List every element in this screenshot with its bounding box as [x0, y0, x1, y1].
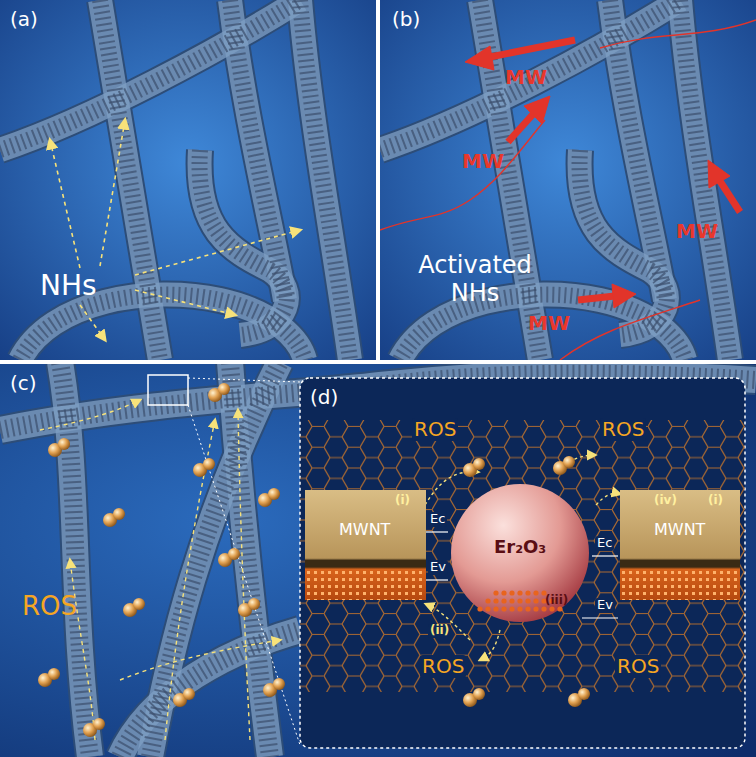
- material-label: MWNT: [339, 521, 390, 539]
- band-edge-label: Ec: [595, 536, 614, 551]
- electron-dots: [305, 569, 426, 600]
- panel: (b) Activated NHs: [380, 0, 756, 360]
- species-label: ROS: [615, 655, 661, 678]
- step-number: (ii): [428, 624, 451, 638]
- microwave-label: MW: [462, 150, 504, 173]
- species-label: ROS: [600, 418, 646, 441]
- material-label: MWNT: [654, 521, 705, 539]
- panel-letter: (b): [392, 8, 420, 31]
- species-label: ROS: [412, 418, 458, 441]
- microwave-label: MW: [505, 66, 547, 89]
- step-number: (iii): [545, 594, 568, 608]
- structure-label: NHs: [40, 270, 97, 302]
- step-number: (i): [395, 494, 410, 508]
- microwave-label: MW: [676, 220, 718, 243]
- inset-panel: (d) MWNT Er₂O₃ MWNT: [300, 378, 745, 748]
- panel: (a) NHs: [0, 0, 376, 360]
- panel-letter: (a): [10, 8, 38, 31]
- oxide-sphere: Er₂O₃: [450, 483, 590, 623]
- structure-label: Activated NHs: [410, 252, 540, 307]
- species-label: ROS: [420, 655, 466, 678]
- microwave-label: MW: [528, 312, 570, 335]
- electron-dots: [620, 569, 740, 600]
- band-edge-label: Ec: [428, 512, 447, 527]
- panel-letter: (d): [310, 386, 338, 409]
- panel-letter: (c): [10, 372, 37, 395]
- material-label: Er₂O₃: [494, 537, 546, 558]
- band-edge-label: Ev: [595, 598, 615, 613]
- band-edge-label: Ev: [428, 560, 448, 575]
- step-number: (i): [708, 494, 723, 508]
- species-label: ROS: [22, 592, 77, 622]
- step-number: (iv): [654, 494, 677, 508]
